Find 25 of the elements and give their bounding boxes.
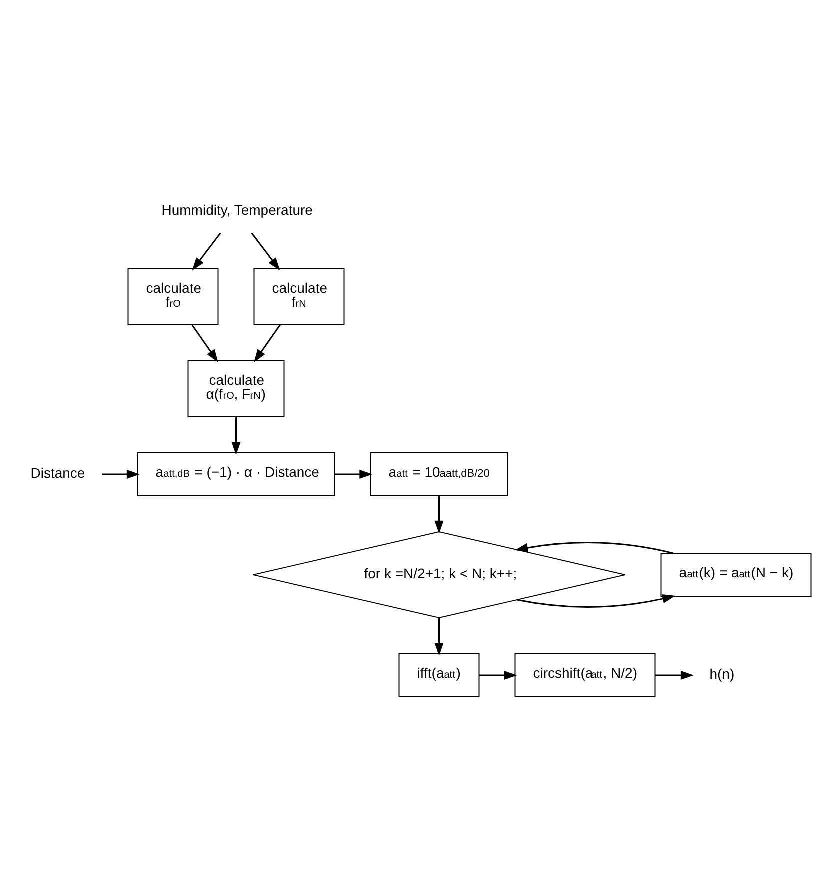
node-box: calculate α(frO, FrN) xyxy=(188,360,285,418)
arrow xyxy=(517,594,676,608)
arrow xyxy=(515,542,674,554)
node-text: h(n) xyxy=(710,666,735,682)
arrow xyxy=(192,232,222,271)
node-box: ifft(aatt) xyxy=(398,654,480,698)
arrow xyxy=(434,618,444,656)
arrow xyxy=(479,670,518,680)
node-diamond: for k =N/2+1; k < N; k++; xyxy=(252,531,626,619)
node-box: aatt,dB = (−1) · α · Distance xyxy=(137,452,336,496)
arrow xyxy=(655,670,694,680)
arrow xyxy=(232,417,241,456)
node-box: calculate frO xyxy=(128,268,219,326)
node-text: Hummidity, Temperature xyxy=(162,202,313,218)
node-box: circshift(aatt, N/2) xyxy=(514,654,656,698)
arrow xyxy=(334,470,373,480)
arrow xyxy=(251,232,280,271)
arrow xyxy=(254,324,281,363)
arrow xyxy=(102,470,140,480)
arrow xyxy=(434,496,444,534)
arrow xyxy=(192,324,218,363)
node-box: aatt(k) = aatt(N − k) xyxy=(660,553,812,597)
node-box: aatt = 10aatt,dB/20 xyxy=(370,452,508,496)
node-box: calculate frN xyxy=(254,268,345,326)
node-text: Distance xyxy=(30,465,86,482)
